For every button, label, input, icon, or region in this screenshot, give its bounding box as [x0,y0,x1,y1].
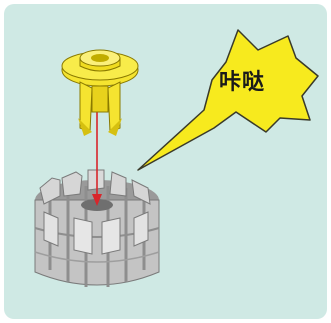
click-sound-label: 咔哒 [200,62,284,98]
